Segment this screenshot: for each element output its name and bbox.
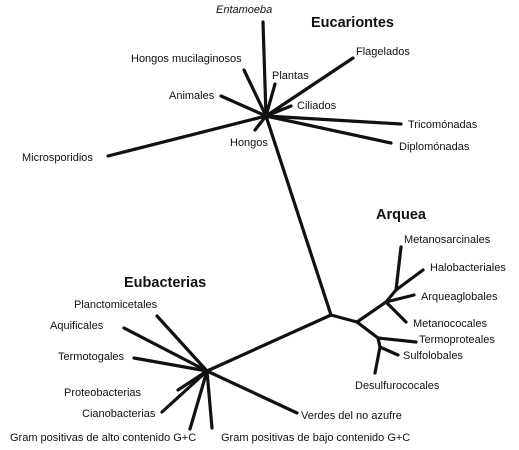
branch-flagelados xyxy=(264,56,355,118)
branch-animales xyxy=(219,94,268,118)
leaf-label-microsporidios: Microsporidios xyxy=(22,152,93,164)
branch-plantas xyxy=(264,82,277,118)
branch-hongos-mucilaginosos xyxy=(242,68,268,118)
branch-gram-bajo xyxy=(205,369,214,430)
leaf-label-desulfurococales: Desulfurococales xyxy=(355,380,440,392)
leaf-label-hongos: Hongos xyxy=(230,137,268,149)
leaf-label-proteobacterias: Proteobacterias xyxy=(64,387,142,399)
leaf-label-arqueaglobales: Arqueaglobales xyxy=(421,291,498,303)
branch-ciliados xyxy=(264,104,293,118)
branch-root-bacteria xyxy=(205,313,333,373)
branch-arqueaglobales xyxy=(384,293,416,304)
leaf-label-gram-bajo: Gram positivas de bajo contenido G+C xyxy=(221,432,410,444)
branch-archaea-upper xyxy=(355,300,388,324)
leaf-label-entamoeba: Entamoeba xyxy=(216,4,272,16)
leaf-label-plantas: Plantas xyxy=(272,70,309,82)
branch-metanococales xyxy=(384,300,408,324)
leaf-label-diplomonadas: Diplomónadas xyxy=(399,141,470,153)
tree-branches xyxy=(106,20,425,431)
leaf-label-verdes-no-azufre: Verdes del no azufre xyxy=(301,410,402,422)
leaf-label-ciliados: Ciliados xyxy=(297,100,337,112)
leaf-label-sulfolobales: Sulfolobales xyxy=(403,350,463,362)
branch-diplomonadas xyxy=(264,114,393,145)
leaf-label-metanosarcinales: Metanosarcinales xyxy=(404,234,491,246)
leaf-label-cianobacterias: Cianobacterias xyxy=(82,408,156,420)
branch-hongos xyxy=(253,114,268,132)
leaf-label-halobacteriales: Halobacteriales xyxy=(430,262,506,274)
branch-metanosarcinales xyxy=(394,245,403,292)
branch-root-archaea xyxy=(329,313,359,324)
branch-verdes-no-azufre xyxy=(205,369,299,415)
leaf-label-termoproteales: Termoproteales xyxy=(419,334,495,346)
branch-archaea-lower xyxy=(355,320,380,340)
leaf-label-aquificales: Aquificales xyxy=(50,320,104,332)
branch-planctomicetales xyxy=(155,314,209,373)
branch-tricomonadas xyxy=(264,114,403,126)
leaf-label-animales: Animales xyxy=(169,90,215,102)
leaf-label-planctomicetales: Planctomicetales xyxy=(74,299,158,311)
branch-microsporidios xyxy=(106,114,268,158)
domain-title-eukarya: Eucariontes xyxy=(311,15,394,31)
branch-halobacteriales xyxy=(394,268,425,292)
domain-title-bacteria: Eubacterias xyxy=(124,275,206,291)
domain-title-archaea: Arquea xyxy=(376,207,427,223)
leaf-label-gram-alto: Gram positivas de alto contenido G+C xyxy=(10,432,196,444)
branch-termotogales xyxy=(132,356,209,373)
leaf-label-metanococales: Metanococales xyxy=(413,318,487,330)
leaf-label-hongos-mucilaginosos: Hongos mucilaginosos xyxy=(131,53,242,65)
leaf-label-tricomonadas: Tricomónadas xyxy=(408,119,478,131)
branch-desulfurococales xyxy=(373,345,382,375)
leaf-label-termotogales: Termotogales xyxy=(58,351,125,363)
branch-sulfolobales xyxy=(378,345,400,357)
branch-entamoeba xyxy=(261,20,268,118)
branch-gram-alto xyxy=(188,369,209,431)
domain-titles: Eucariontes Arquea Eubacterias xyxy=(124,15,427,291)
branch-termoproteales xyxy=(376,336,418,344)
leaf-labels: Entamoeba Hongos mucilaginosos Flagelado… xyxy=(10,4,506,444)
leaf-label-flagelados: Flagelados xyxy=(356,46,410,58)
branch-cianobacterias xyxy=(160,369,209,414)
branch-root-eukarya xyxy=(264,114,333,317)
branch-aquificales xyxy=(122,326,209,373)
